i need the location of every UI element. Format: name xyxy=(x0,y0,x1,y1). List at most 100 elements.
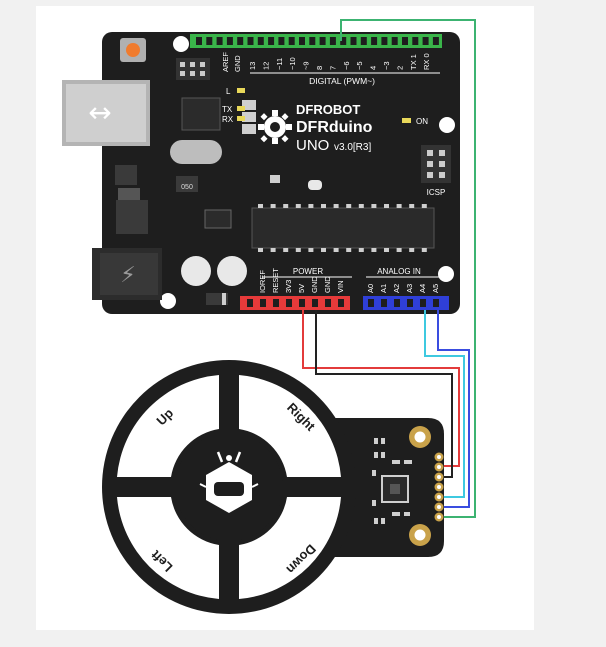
digital-pin-label: ~6 xyxy=(342,61,351,70)
digital-pinhole xyxy=(216,37,223,45)
chip-pin xyxy=(421,204,427,208)
digital-pin-label: TX 1 xyxy=(409,54,418,70)
led-on-label: ON xyxy=(416,117,428,126)
digital-pinhole xyxy=(268,37,275,45)
regulator xyxy=(116,200,148,234)
power-header xyxy=(240,296,350,310)
version-label: v3.0[R3] xyxy=(334,142,371,153)
digital-pinhole xyxy=(196,37,202,45)
digital-pinhole xyxy=(247,37,254,45)
power-pin-label: 5V xyxy=(297,284,306,293)
digital-pinhole xyxy=(340,37,347,45)
lightning-icon: ⚡ xyxy=(120,263,135,288)
chip-pin xyxy=(409,204,415,208)
arduino-board: ↔ ⚡ 050 xyxy=(62,32,460,314)
digital-pin-label: 2 xyxy=(395,66,404,70)
led-tx-label: TX xyxy=(222,105,233,114)
digital-pin-label: ~3 xyxy=(382,61,391,70)
digital-pinhole xyxy=(319,37,326,45)
digital-pin-label: RX 0 xyxy=(422,53,431,70)
pad-ring xyxy=(117,375,341,599)
digital-pinhole xyxy=(226,37,233,45)
chip-pin xyxy=(421,248,427,252)
power-pin-label: GND xyxy=(323,276,332,293)
digital-pinhole xyxy=(257,37,264,45)
digital-pinhole xyxy=(412,37,419,45)
chip-pin xyxy=(283,248,289,252)
mounting-hole xyxy=(438,266,454,282)
chip-pin xyxy=(409,248,415,252)
power-pin-label: 3V3 xyxy=(284,280,293,293)
capacitor xyxy=(217,256,247,286)
chip-pin xyxy=(283,204,289,208)
digital-pin-label: 8 xyxy=(315,66,324,70)
icsp-label: ICSP xyxy=(427,188,446,197)
analog-pinhole xyxy=(381,299,387,307)
chip-pin xyxy=(258,204,263,208)
wires xyxy=(302,19,476,518)
digital-pinhole xyxy=(371,37,378,45)
chip-pin xyxy=(371,204,377,208)
power-pinhole xyxy=(325,299,331,307)
digital-pinhole xyxy=(391,37,398,45)
digital-pin-label: 7 xyxy=(328,66,337,70)
analog-pin-label: A3 xyxy=(405,284,414,293)
chip-pin xyxy=(270,248,276,252)
digital-pinhole xyxy=(402,37,408,45)
led-l-label: L xyxy=(226,87,231,96)
digital-pinhole xyxy=(237,37,244,45)
mounting-hole xyxy=(160,293,176,309)
analog-pin-label: A0 xyxy=(366,284,375,293)
analog-pinhole xyxy=(407,299,413,307)
uno-label: UNO xyxy=(296,137,329,154)
mounting-hole xyxy=(439,117,455,133)
led-rx xyxy=(237,116,245,121)
usb-icsp-header xyxy=(176,58,210,80)
crystal-label: 050 xyxy=(181,184,193,191)
led-on xyxy=(402,118,411,123)
digital-label: DIGITAL (PWM~) xyxy=(309,76,375,86)
power-jack: ⚡ xyxy=(92,248,162,300)
analog-label: ANALOG IN xyxy=(377,267,421,276)
robot-logo-icon xyxy=(199,451,259,513)
chip-pin xyxy=(346,248,352,252)
analog-pinhole xyxy=(394,299,400,307)
power-label: POWER xyxy=(293,267,323,276)
capacitor xyxy=(181,256,211,286)
model-name: DFRduino xyxy=(296,119,373,136)
digital-pinhole xyxy=(206,37,213,45)
chip-pin xyxy=(396,248,402,252)
usb-connector: ↔ xyxy=(62,80,150,146)
chip-pin xyxy=(270,204,276,208)
analog-pin-label: A4 xyxy=(418,284,427,293)
digital-pinhole xyxy=(288,37,295,45)
analog-pinhole xyxy=(368,299,374,307)
analog-pinhole xyxy=(433,299,439,307)
module-pin-header xyxy=(434,452,444,522)
dfrobot-logo-icon xyxy=(258,110,292,144)
digital-header xyxy=(190,34,442,48)
digital-pin-label: ~9 xyxy=(302,61,311,70)
digital-pin-label: ~11 xyxy=(275,58,284,70)
power-pin-label: RESET xyxy=(271,268,280,293)
mounting-hole xyxy=(173,36,189,52)
chip-pin xyxy=(258,248,263,252)
chip-pin xyxy=(371,248,377,252)
led-l xyxy=(237,88,245,93)
led-rx-label: RX xyxy=(222,115,234,124)
chip-pin xyxy=(321,248,326,252)
power-pinhole xyxy=(247,299,253,307)
analog-pin-label: A5 xyxy=(431,284,440,293)
digital-pinhole xyxy=(278,37,285,45)
digital-pinhole xyxy=(299,37,305,45)
atmega-chip xyxy=(251,204,435,252)
digital-pinhole xyxy=(329,37,336,45)
power-pinhole xyxy=(312,299,318,307)
analog-pin-label: A2 xyxy=(392,284,401,293)
wire-green-digital-7 xyxy=(340,19,476,518)
digital-pin-label: 13 xyxy=(248,62,257,70)
passive-components xyxy=(372,438,412,524)
digital-pinhole xyxy=(381,37,388,45)
